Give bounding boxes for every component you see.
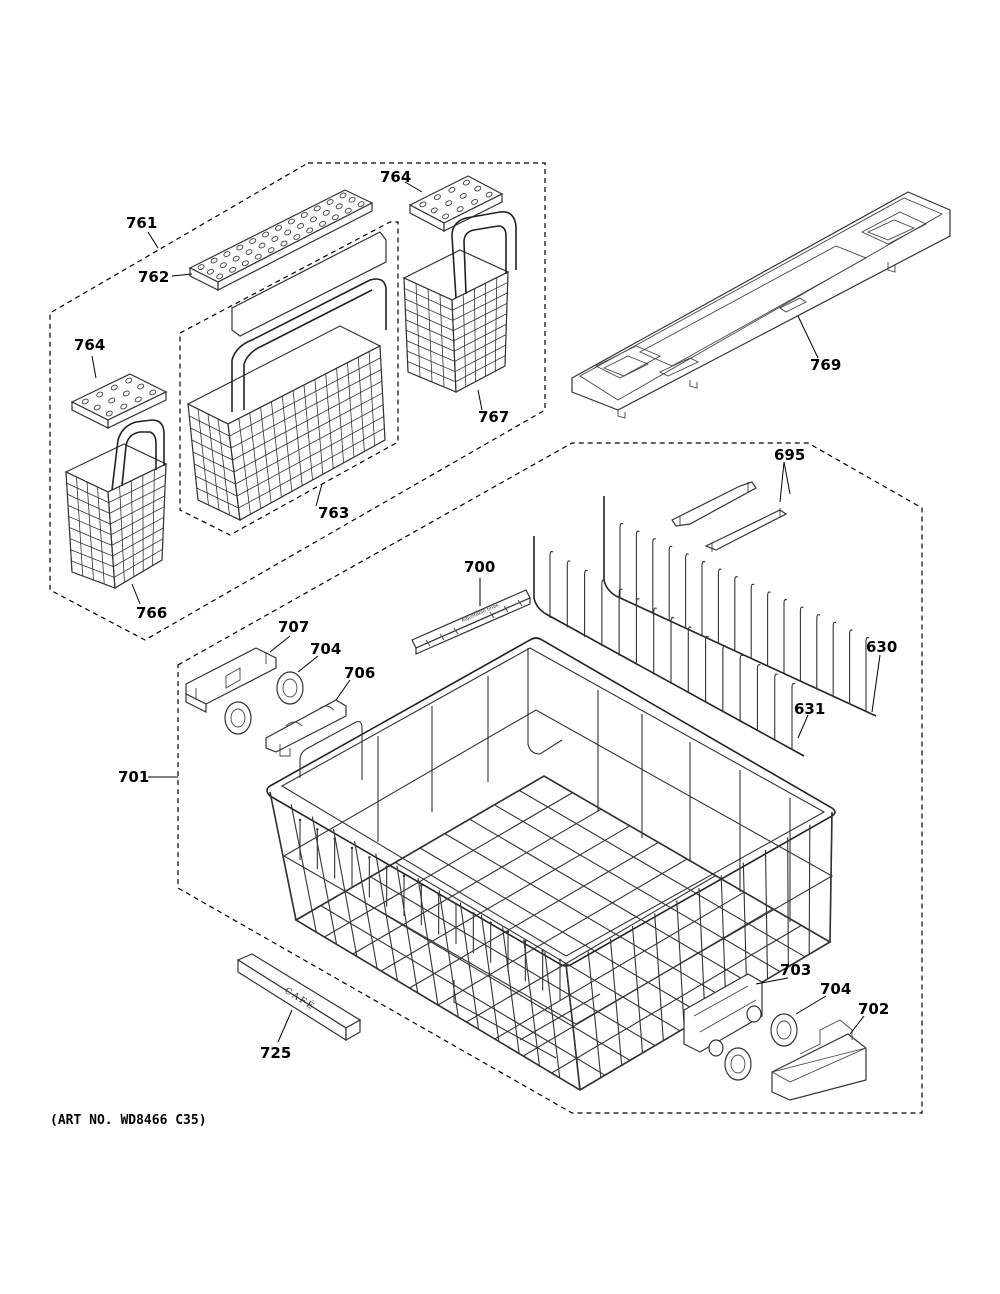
lower-rack-701 [266,637,836,1091]
part-label-700: 700 [464,558,495,576]
caddy-lid-764-left [70,373,168,429]
part-label-704-left: 704 [310,640,341,658]
part-label-707: 707 [278,618,309,636]
part-label-764-upper: 764 [380,168,411,186]
center-basket-763 [186,231,387,522]
center-basket-group-border [179,221,399,536]
lower-rack-group-border [177,442,923,1114]
part-label-766: 766 [136,604,167,622]
rack-wheel-right-lower [724,1047,752,1081]
part-label-769: 769 [810,356,841,374]
part-label-763: 763 [318,504,349,522]
part-label-703: 703 [780,961,811,979]
tine-adjuster-700: Adjustable tines [411,589,531,655]
part-label-767: 767 [478,408,509,426]
part-label-630: 630 [866,638,897,656]
rack-bracket-707 [185,647,277,713]
part-label-695: 695 [774,446,805,464]
tine-clips-695 [671,481,788,552]
leader-lines [91,181,881,1043]
part-label-701: 701 [118,768,149,786]
part-label-761: 761 [126,214,157,232]
rack-wheel-704-left [276,671,304,705]
basket-cover-762 [188,189,374,291]
part-label-762: 762 [138,268,169,286]
rack-bracket-706 [265,699,347,757]
silverware-caddy-766 [64,419,168,590]
rack-track-769 [571,191,951,419]
part-label-764-left: 764 [74,336,105,354]
part-label-706: 706 [344,664,375,682]
part-number-labels: 761 762 764 764 763 766 767 769 695 700 … [74,168,897,1062]
rack-wheel-left-lower [224,701,252,735]
art-number: (ART NO. WD8466 C35) [50,1113,207,1128]
part-label-704-right: 704 [820,980,851,998]
rack-bracket-703 [683,973,763,1057]
brand-trim-725: CAFÉ [236,953,362,1042]
part-label-631: 631 [794,700,825,718]
part-label-702: 702 [858,1000,889,1018]
tine-row-631 [533,536,805,757]
silverware-basket-group-border [49,162,546,641]
part-label-725: 725 [260,1044,291,1062]
silverware-caddy-767 [402,210,517,393]
rack-wheel-704-right [770,1013,798,1047]
tine-row-630 [603,496,877,717]
